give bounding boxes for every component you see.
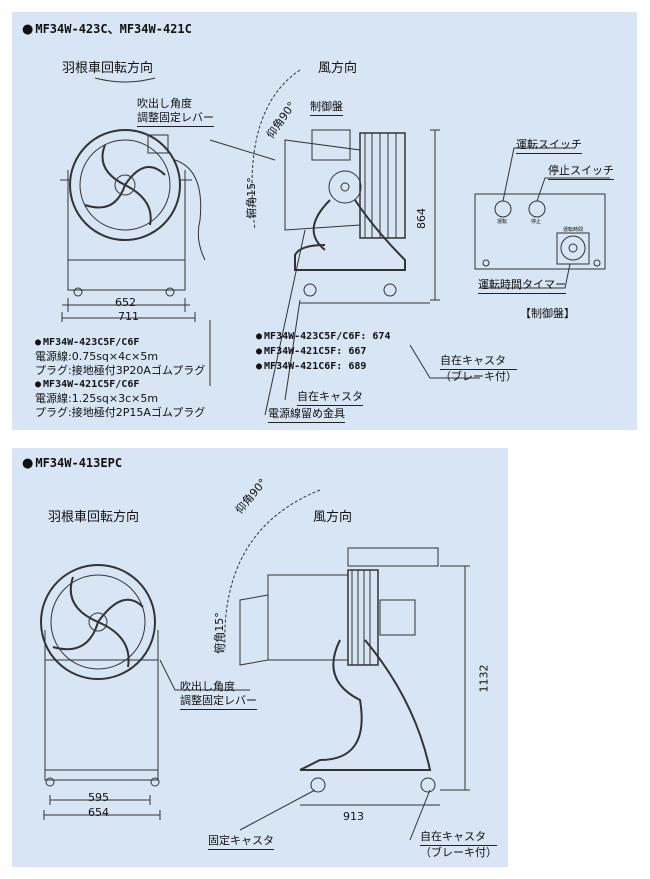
- stop-switch-label: 停止スイッチ: [548, 162, 614, 180]
- dim-864: 864: [415, 208, 428, 229]
- rotation-label-top: 羽根車回転方向: [62, 61, 154, 76]
- stop-small: 停止: [531, 219, 542, 225]
- depth-list: MF34W-423C5F/C6F: 674MF34W-421C5F: 667MF…: [256, 329, 390, 374]
- fixed-caster-label: 固定キャスタ: [208, 832, 274, 850]
- cable-clamp-label: 電源線留め金具: [268, 405, 345, 423]
- title-bottom: MF34W-413EPC: [22, 456, 122, 471]
- dim-913: 913: [343, 810, 364, 823]
- fan-front-view-bottom: [40, 564, 250, 820]
- dim-595: 595: [88, 791, 109, 804]
- fan-front-view-top: [60, 77, 206, 322]
- caster-brake-label-bottom: 自在キャスタ（ブレーキ付）: [420, 830, 497, 859]
- dim-1132: 1132: [477, 664, 491, 693]
- timer-small: 運転時間: [563, 227, 584, 233]
- control-panel-caption: 【制御盤】: [520, 307, 575, 320]
- fan-side-view-bottom: [224, 489, 470, 841]
- title-top: MF34W-423C、MF34W-421C: [22, 20, 192, 37]
- fan-side-view-top: [209, 69, 440, 304]
- wind-label-top: 風方向: [318, 61, 358, 76]
- spec-423c: MF34W-423C5F/C6F電源線:0.75sq×4c×5mプラグ:接地極付…: [35, 336, 205, 378]
- timer-label: 運転時間タイマー: [478, 276, 566, 294]
- lever-label-bottom: 吹出し角度調整固定レバー: [180, 680, 257, 710]
- caster-brake-label-top: 自在キャスタ（ブレーキ付）: [440, 354, 517, 383]
- run-small: 運転: [497, 219, 508, 225]
- depression-label-bottom: 俯角15°: [212, 612, 226, 654]
- run-switch-label: 運転スイッチ: [516, 136, 582, 154]
- dim-652: 652: [115, 296, 136, 309]
- caster-label-top: 自在キャスタ: [297, 388, 363, 406]
- control-panel-label: 制御盤: [310, 98, 343, 116]
- lever-label-top: 吹出し角度調整固定レバー: [137, 97, 214, 127]
- dim-654: 654: [88, 806, 109, 819]
- depression-label-top: 俯角15°: [244, 177, 258, 219]
- wind-label-bottom: 風方向: [313, 510, 353, 525]
- rotation-label-bottom: 羽根車回転方向: [48, 510, 140, 525]
- control-panel-drawing: [474, 147, 610, 289]
- panel-413epc: [12, 448, 508, 867]
- dim-711: 711: [118, 310, 139, 323]
- spec-421c: MF34W-421C5F/C6F電源線:1.25sq×3c×5mプラグ:接地極付…: [35, 378, 205, 420]
